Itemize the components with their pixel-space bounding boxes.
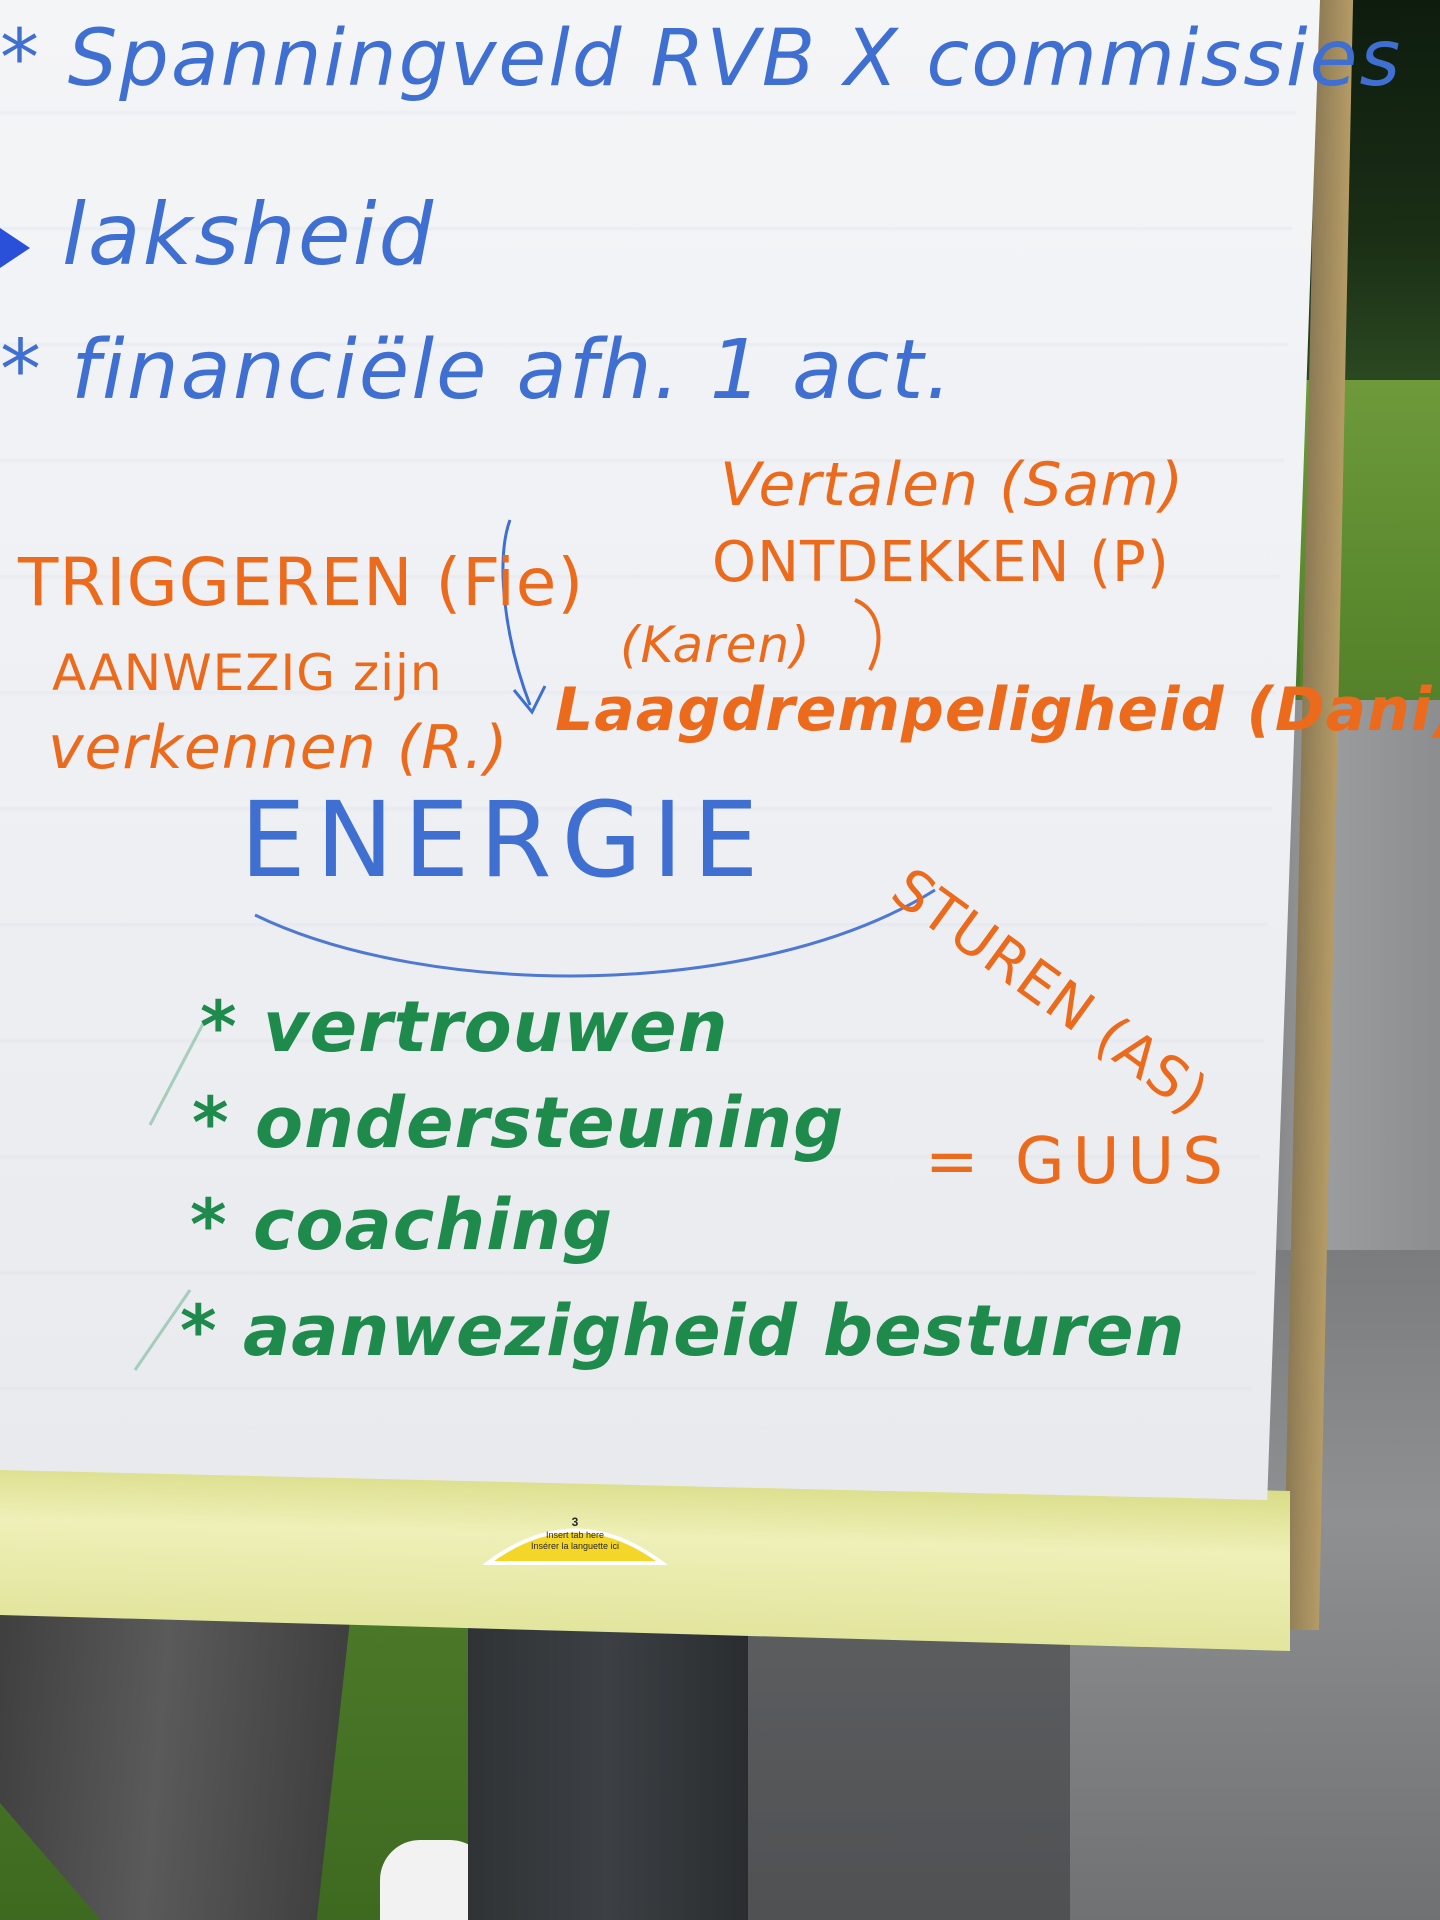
list-item-ondersteuning: * ondersteuning bbox=[192, 1082, 845, 1164]
note-karen: (Karen) bbox=[620, 616, 811, 674]
note-financiele: * financiële afh. 1 act. bbox=[0, 323, 954, 418]
green-margin-stroke bbox=[133, 1019, 207, 1371]
list-item-coaching: * coaching bbox=[190, 1184, 614, 1266]
orange-bracket bbox=[854, 598, 881, 671]
tab-number: 3 bbox=[571, 1515, 579, 1529]
note-aanwezig-zijn: AANWEZIG zijn bbox=[52, 644, 443, 702]
paper-texture bbox=[0, 0, 1300, 1490]
energie-underline-arc bbox=[254, 888, 936, 978]
note-energie: ENERGIE bbox=[240, 779, 769, 901]
tab-triangle bbox=[481, 1528, 669, 1565]
tab-line-en: Insert tab here bbox=[545, 1530, 605, 1540]
note-spanningveld: * Spanningveld RVB X commissies bbox=[0, 14, 1403, 104]
note-verkennen: verkennen (R.) bbox=[48, 713, 509, 783]
note-guus: = GUUS bbox=[925, 1125, 1231, 1199]
blue-arrow-icon bbox=[501, 519, 532, 706]
list-item-vertrouwen: * vertrouwen bbox=[200, 986, 729, 1068]
list-item-aanwezigheid: * aanwezigheid besturen bbox=[180, 1290, 1186, 1372]
note-laagdrempeligheid: Laagdrempeligheid (Dani) bbox=[555, 675, 1440, 745]
note-vertalen: Vertalen (Sam) bbox=[720, 450, 1185, 520]
note-triggeren: TRIGGEREN (Fie) bbox=[18, 544, 585, 621]
tab-line-fr: Insérer la languette ici bbox=[530, 1541, 620, 1551]
flipchart-paper bbox=[0, 0, 1320, 1500]
note-laksheid: laksheid bbox=[62, 185, 436, 285]
blue-bullet-arrow-icon bbox=[0, 228, 30, 268]
note-ontdekken: ONTDEKKEN (P) bbox=[712, 530, 1170, 595]
